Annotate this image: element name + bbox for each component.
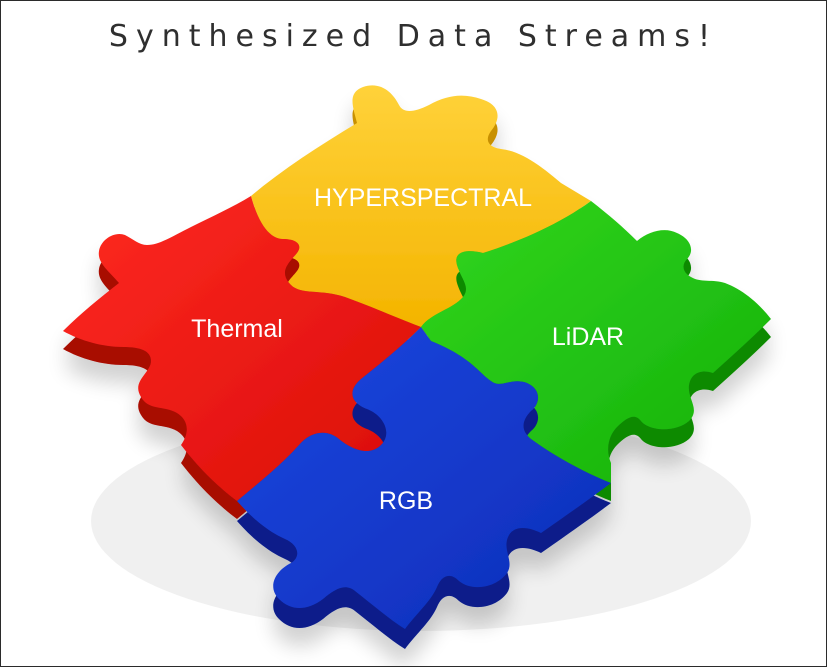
label-lidar: LiDAR [552,323,624,351]
label-hyperspectral: HYPERSPECTRAL [314,184,532,212]
puzzle-piece-rgb [237,327,611,649]
label-rgb: RGB [379,487,433,515]
slide-title: Synthesized Data Streams! [108,19,719,54]
label-thermal: Thermal [191,315,283,343]
puzzle-piece-hyperspectral [251,85,591,341]
puzzle-piece-lidar [421,201,771,501]
